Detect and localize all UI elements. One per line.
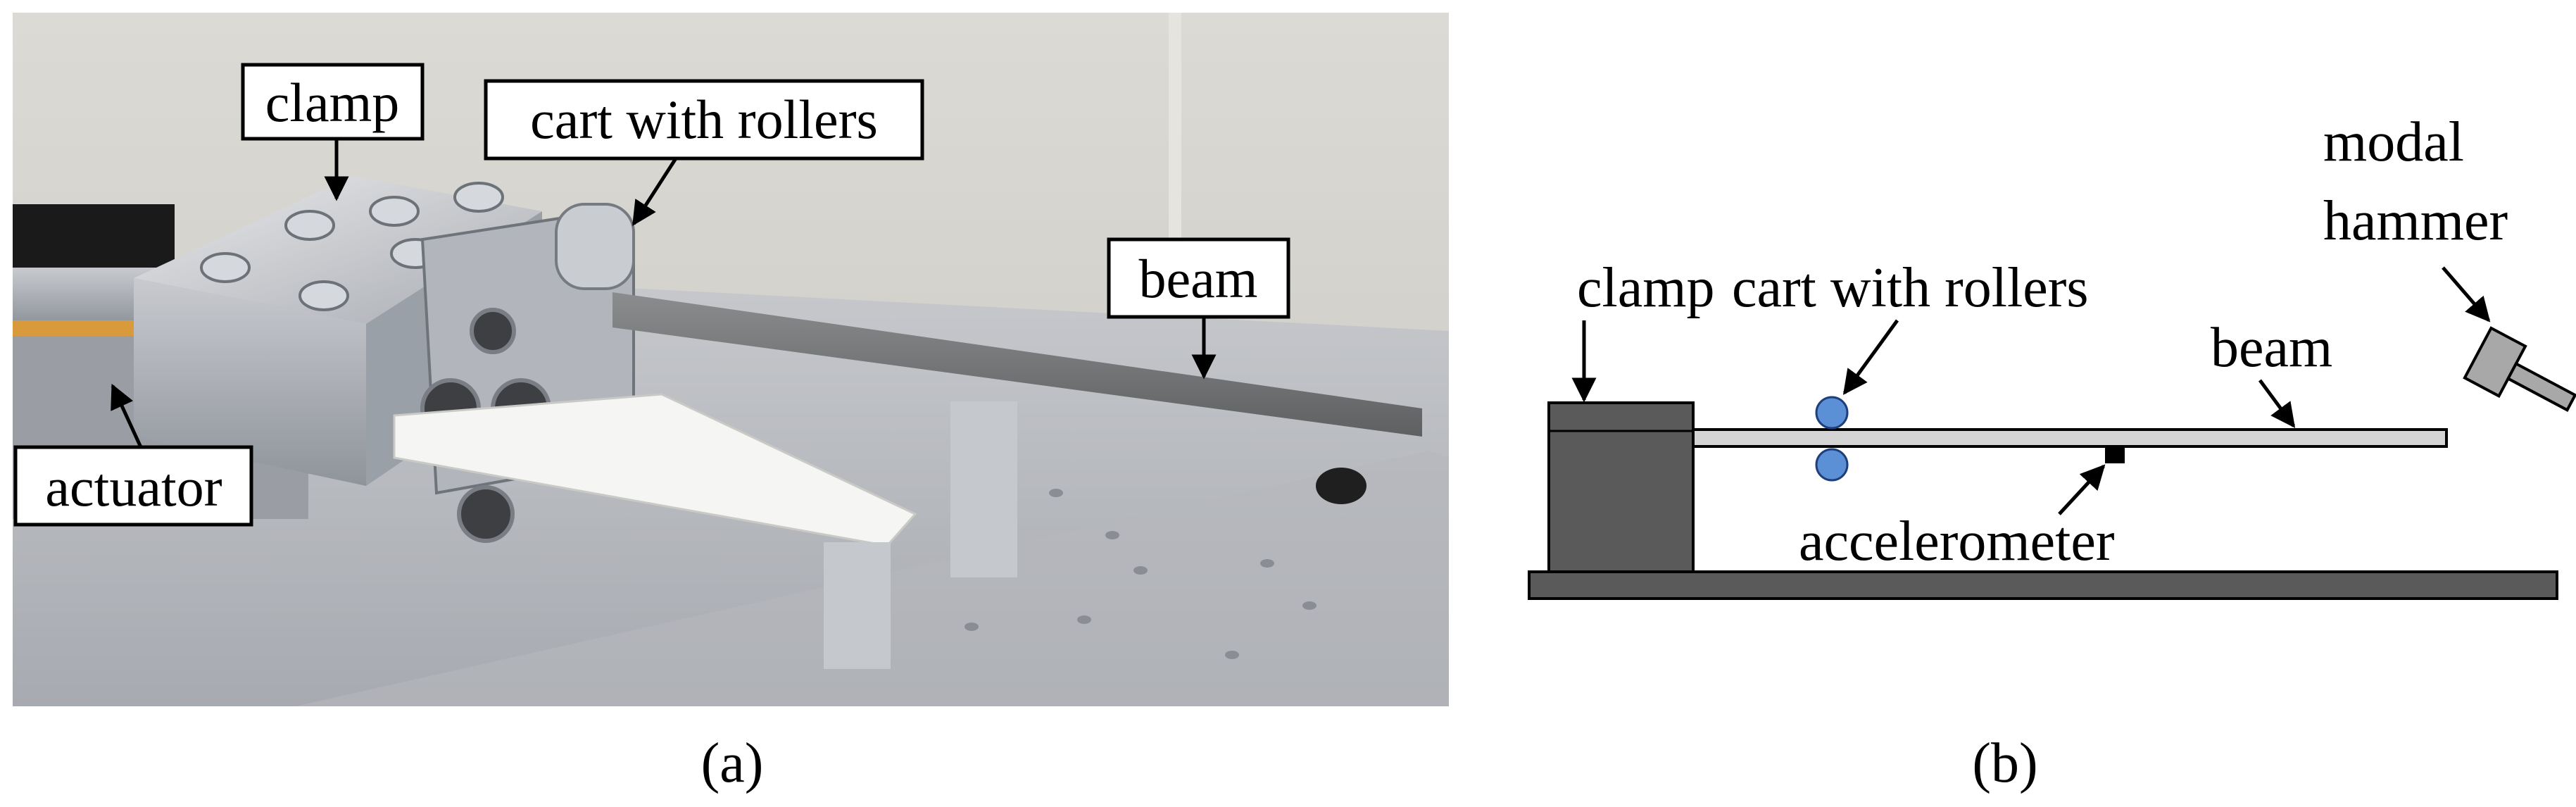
label-hammer-line1: modal [2323, 111, 2464, 173]
panel-b: clamp cart with rollers beam modal hamme… [1528, 111, 2576, 794]
arrow-hammer-b [2442, 266, 2491, 323]
arrow-cart-b [1842, 319, 1899, 395]
label-hammer-line2: hammer [2323, 190, 2508, 252]
arrow-accelerometer-b [2058, 464, 2106, 515]
svg-text:actuator: actuator [45, 456, 222, 518]
beam-photo [612, 292, 1422, 437]
label-clamp-a: clamp [241, 63, 425, 201]
roller-bottom [1815, 448, 1849, 482]
svg-text:beam: beam [1139, 248, 1258, 309]
modal-hammer [2463, 326, 2576, 412]
base-plate [1528, 570, 2558, 600]
arrow-cart-a [632, 157, 678, 226]
label-beam-b: beam [2211, 317, 2332, 379]
svg-text:clamp: clamp [265, 72, 400, 133]
label-beam-a: beam [1107, 237, 1290, 380]
caption-a: (a) [701, 732, 764, 794]
panel-a: clamp cart with rollers beam actuator (a… [13, 13, 1449, 794]
caption-b: (b) [1972, 732, 2037, 794]
label-clamp-b: clamp [1577, 257, 1714, 319]
label-cart-a: cart with rollers [484, 79, 924, 226]
arrow-actuator-a [111, 383, 143, 449]
beam-b [1692, 428, 2448, 448]
label-accelerometer-b: accelerometer [1799, 511, 2115, 573]
label-cart-b: cart with rollers [1732, 257, 2088, 319]
accelerometer-sensor [2105, 446, 2125, 463]
arrow-beam-b [2258, 379, 2296, 428]
clamp-block [134, 176, 542, 324]
roller-top [1815, 396, 1849, 430]
svg-text:cart with rollers: cart with rollers [530, 89, 878, 150]
clamp-block-b [1547, 401, 1695, 573]
label-actuator-a: actuator [13, 383, 253, 527]
